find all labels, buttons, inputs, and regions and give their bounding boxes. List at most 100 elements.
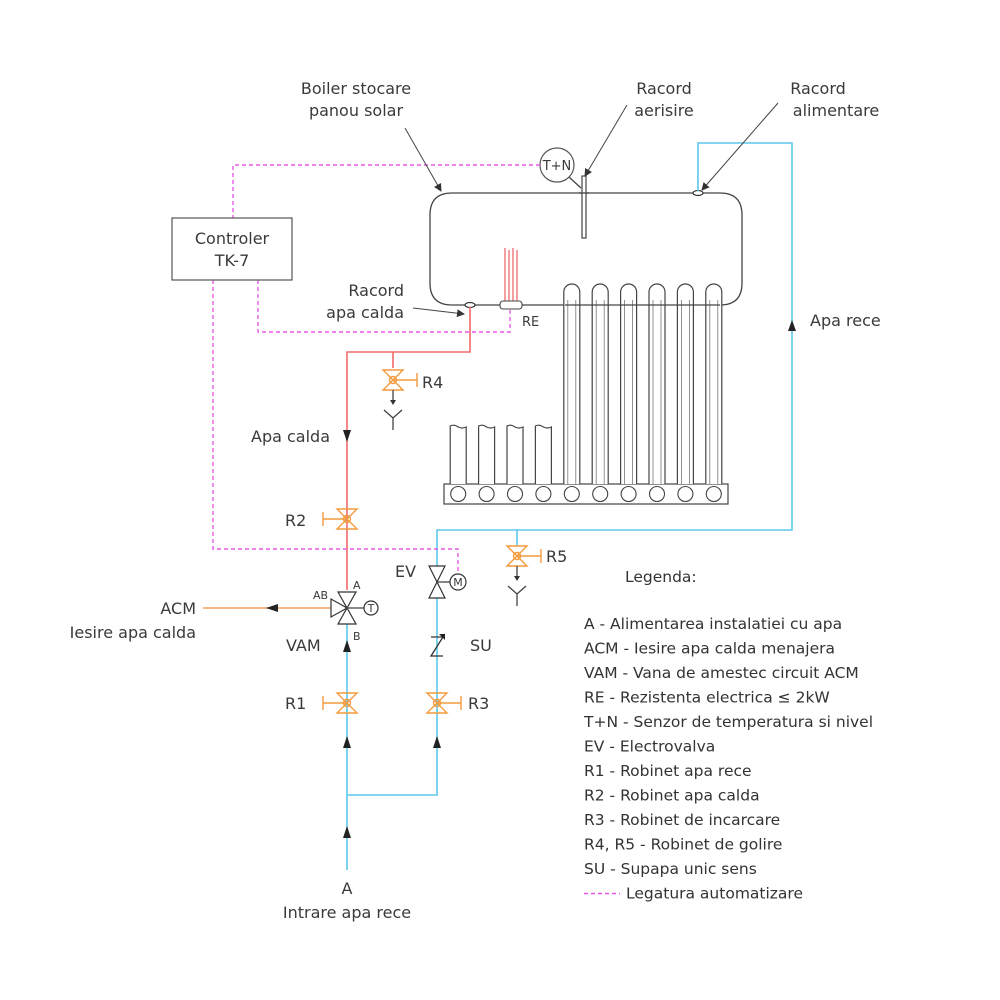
supply-callout-arrow [701,102,779,191]
boiler-label-line1: Boiler stocare [301,79,411,98]
acm-flow-arrow [266,604,278,612]
valve-body-icon [335,508,359,530]
valve-body-icon [425,692,449,714]
r3-flow-arrow [433,736,441,748]
r1-flow-arrow [343,736,351,748]
air-vent-rod [581,175,587,239]
electric-resistance: RE [499,248,539,330]
controller-model: TK-7 [214,251,250,270]
cold-water-label: Apa rece [810,311,881,330]
valve-r1[interactable] [322,692,359,714]
tube-socket [563,485,580,503]
valve-r4[interactable] [381,369,418,430]
inlet-flow-arrow [343,826,351,838]
vam-port-ab: AB [313,589,328,602]
tube-socket [592,485,609,503]
hot-fitting-callout-arrow [412,307,465,318]
tube-heat-pipe [709,300,719,484]
legend-item: R4, R5 - Robinet de golire [584,836,782,854]
tube-socket [535,485,552,503]
valve-r1-label: R1 [285,694,306,713]
motor-actuator-icon [449,573,467,591]
supply-label-line2: alimentare [793,101,879,120]
vacuum-tube-short [534,424,552,484]
legend-item: R2 - Robinet apa calda [584,787,760,805]
valve-r2-label: R2 [285,511,306,530]
hot-flow-arrow [343,430,351,442]
legend-item: RE - Rezistenta electrica ≤ 2kW [584,689,830,707]
vacuum-tube [591,283,609,484]
valve-body-icon [335,692,359,714]
tube-socket [705,485,722,503]
boiler-callout-arrow [404,127,442,192]
solar-collector [443,283,729,505]
automation-link-resistance [257,280,511,333]
air-vent-label-line1: Racord [636,79,692,98]
hot-fitting-label-line1: Racord [348,281,404,300]
legend-item: SU - Supapa unic sens [584,860,757,878]
controller-tk7: Controler TK-7 [171,217,293,281]
tube-socket [506,485,524,503]
tube-heat-pipe [624,300,633,484]
hot-water-pipe [346,307,471,590]
valve-body-icon [505,545,529,567]
legend-item: R1 - Robinet apa rece [584,762,752,780]
inlet-sublabel: Intrare apa rece [283,903,411,922]
legend-item: T+N - Senzor de temperatura si nivel [583,713,873,731]
valve-r5[interactable] [505,545,542,606]
air-vent-callout-arrow [584,104,628,177]
legend-title: Legenda: [625,568,697,586]
supply-label-line1: Racord [790,79,846,98]
valve-r2[interactable] [322,508,359,530]
legend-item: ACM - Iesire apa calda menajera [584,640,835,658]
hot-water-label: Apa calda [251,427,330,446]
tube-socket [620,485,637,503]
tube-heat-pipe [595,300,605,484]
valve-r5-label: R5 [546,547,567,566]
hot-fitting-label-line2: apa calda [326,303,404,322]
boiler-tank [429,192,743,306]
check-valve-su [429,636,445,657]
vacuum-tube-short [506,424,524,484]
legend: Legenda: A - Alimentarea instalatiei cu … [583,568,873,903]
valve-r3[interactable] [425,692,462,714]
vacuum-tube-short [478,424,496,484]
acm-label: ACM [160,599,196,618]
tube-socket [677,485,694,503]
valve-r3-label: R3 [468,694,489,713]
vacuum-tube [648,283,666,484]
vam-label: VAM [286,636,321,655]
vacuum-tube [563,283,581,484]
legend-automation-label: Legatura automatizare [626,885,803,903]
vacuum-tube [676,283,694,484]
tube-heat-pipe [652,300,662,484]
automation-link-ev [212,280,459,575]
drain-funnel-icon [507,585,527,606]
temperature-level-sensor: T+N [539,147,582,189]
inlet-label: A [342,879,353,898]
valve-r4-label: R4 [422,373,443,392]
cold-return-pipe [347,142,793,796]
controller-label: Controler [195,229,270,248]
boiler-label-line2: panou solar [309,101,403,120]
vam-port-b: B [353,630,361,643]
tube-heat-pipe [681,300,690,484]
cold-flow-arrow [788,320,796,331]
legend-item: A - Alimentarea instalatiei cu apa [584,615,842,633]
tube-socket [648,485,666,503]
drain-funnel-icon [383,409,403,430]
check-valve-arrow-icon [439,634,445,640]
solenoid-valve-ev[interactable]: M [428,565,467,599]
mixing-valve-vam[interactable]: T [330,591,379,625]
thermostatic-actuator-icon [363,600,379,616]
vacuum-tube [620,283,638,484]
hot-water-fitting [464,301,476,309]
sensor-label: T+N [542,159,572,174]
legend-item: EV - Electrovalva [584,738,715,756]
legend-item: R3 - Robinet de incarcare [584,811,780,829]
supply-fitting [692,189,704,197]
tube-socket [450,485,467,503]
resistance-label: RE [522,315,539,330]
tube-socket [478,485,495,503]
